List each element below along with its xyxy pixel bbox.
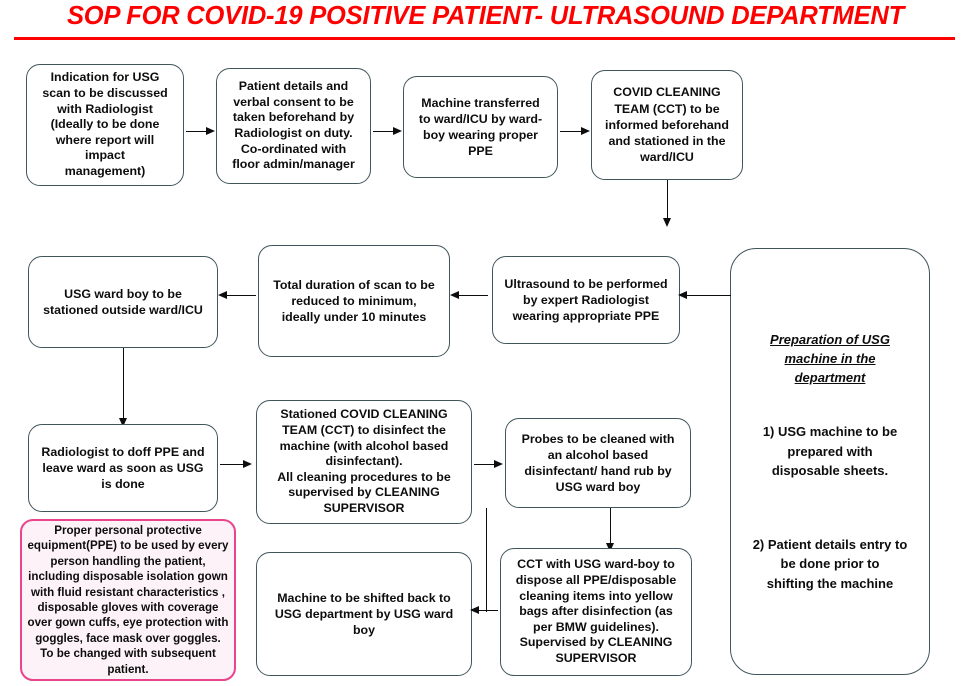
node-ppe-requirements[interactable]: Proper personal protective equipment(PPE… <box>20 519 236 681</box>
title-underline <box>14 37 955 40</box>
arrowhead-machine-to-cct <box>581 126 590 135</box>
node-total-duration-of-scan[interactable]: Total duration of scan to be reduced to … <box>258 245 450 357</box>
connector-ward-boy-to-doff <box>123 348 125 421</box>
node-probes-cleaned[interactable]: Probes to be cleaned with an alcohol bas… <box>505 418 691 508</box>
connector-doff-to-cct-disinfect <box>220 464 246 466</box>
node-usg-ward-boy-stationed[interactable]: USG ward boy to be stationed outside war… <box>28 256 218 348</box>
panel-spacer <box>743 500 917 516</box>
connector-probes-to-dispose <box>610 508 612 546</box>
panel-heading: Preparation of USG machine in the depart… <box>770 332 890 385</box>
panel-item-2: 2) Patient details entry to be done prio… <box>752 536 908 591</box>
node-indication-for-usg[interactable]: Indication for USG scan to be discussed … <box>26 64 184 186</box>
node-machine-transferred[interactable]: Machine transferred to ward/ICU by ward-… <box>403 76 558 178</box>
node-covid-cleaning-team-informed[interactable]: COVID CLEANING TEAM (CCT) to be informed… <box>591 70 743 180</box>
arrowhead-dispose-to-machine-back <box>470 605 479 614</box>
arrowhead-ward-boy-to-doff <box>118 418 127 427</box>
arrowhead-indication-to-consent <box>206 126 215 135</box>
arrowhead-cct-down <box>662 218 671 227</box>
connector-indication-to-consent <box>186 131 209 133</box>
panel-preparation-of-usg-machine[interactable]: Preparation of USG machine in the depart… <box>730 248 930 675</box>
panel-item-1: 1) USG machine to be prepared with dispo… <box>762 424 898 478</box>
connector-cct-down <box>667 180 669 220</box>
node-ultrasound-performed[interactable]: Ultrasound to be performed by expert Rad… <box>492 256 680 344</box>
arrowhead-ultrasound-to-duration <box>450 290 459 299</box>
connector-panel-to-ultrasound <box>684 295 731 297</box>
node-patient-details-consent[interactable]: Patient details and verbal consent to be… <box>216 68 371 184</box>
arrowhead-cct-disinfect-to-probes <box>494 459 503 468</box>
connector-elbow-vertical-to-machine-back <box>486 508 488 612</box>
connector-duration-to-ward-boy <box>224 295 256 297</box>
arrowhead-doff-to-cct-disinfect <box>243 459 252 468</box>
page-title: SOP FOR COVID-19 POSITIVE PATIENT- ULTRA… <box>67 2 904 30</box>
arrowhead-duration-to-ward-boy <box>218 290 227 299</box>
connector-elbow-horizontal-to-machine-back <box>486 610 498 612</box>
arrowhead-probes-to-dispose <box>605 543 614 552</box>
node-machine-shifted-back[interactable]: Machine to be shifted back to USG depart… <box>256 552 472 676</box>
node-dispose-ppe-yellow-bags[interactable]: CCT with USG ward-boy to dispose all PPE… <box>500 548 692 676</box>
connector-consent-to-machine <box>373 131 396 133</box>
node-radiologist-doff-ppe[interactable]: Radiologist to doff PPE and leave ward a… <box>28 424 218 512</box>
node-cct-disinfect-machine[interactable]: Stationed COVID CLEANING TEAM (CCT) to d… <box>256 400 472 524</box>
connector-ultrasound-to-duration <box>456 295 488 297</box>
arrowhead-panel-to-ultrasound <box>678 290 687 299</box>
connector-cct-disinfect-to-probes <box>474 464 497 466</box>
arrowhead-consent-to-machine <box>393 126 402 135</box>
connector-dispose-to-machine-back <box>478 610 492 612</box>
connector-machine-to-cct <box>560 131 584 133</box>
panel-content: Preparation of USG machine in the depart… <box>743 311 917 612</box>
